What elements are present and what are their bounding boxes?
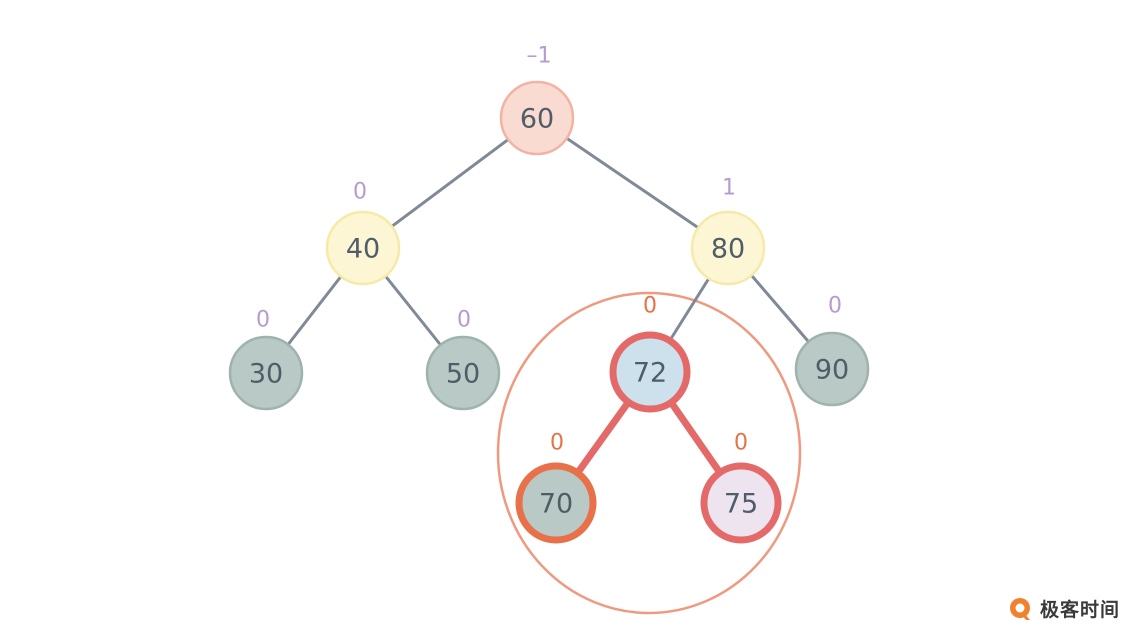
node-key: 50 (446, 359, 480, 390)
tree-node-40: 40 0 (325, 180, 401, 286)
balance-factor: 0 (828, 294, 842, 319)
brand-name: 极客时间 (1039, 599, 1120, 621)
node-circle (499, 80, 575, 156)
geektime-logo-icon (1009, 597, 1030, 620)
node-circle (228, 335, 304, 411)
edge-60-80 (535, 116, 730, 250)
balance-factor: 1 (722, 176, 736, 201)
balance-factor: 0 (734, 431, 748, 456)
brand-logo: 极客时间 (1008, 595, 1120, 622)
balance-factor: 0 (256, 308, 270, 333)
balance-factor: 0 (353, 180, 367, 205)
node-circle (700, 462, 782, 544)
balance-factor: 0 (457, 308, 471, 333)
tree-node-75: 75 0 (700, 431, 782, 544)
node-circle (515, 462, 597, 544)
node-circle (425, 335, 501, 411)
node-key: 75 (724, 489, 758, 520)
tree-node-60: 60 –1 (499, 44, 575, 156)
node-circle (794, 331, 870, 407)
tree-node-72: 72 0 (609, 294, 691, 413)
node-key: 40 (346, 234, 380, 265)
node-circle (690, 210, 766, 286)
rotated-subtree-highlight-ring (496, 291, 802, 615)
tree-node-70: 70 0 (515, 431, 597, 544)
tree-node-90: 90 0 (794, 294, 870, 407)
balance-factor: –1 (527, 44, 552, 69)
node-key: 60 (520, 104, 554, 135)
node-key: 70 (539, 489, 573, 520)
balance-factor: 0 (550, 431, 564, 456)
balance-factor: 0 (643, 294, 657, 319)
tree-node-50: 50 0 (425, 308, 501, 411)
node-circle (325, 210, 401, 286)
node-key: 80 (711, 234, 745, 265)
tree-node-80: 80 1 (690, 176, 766, 286)
tree-node-30: 30 0 (228, 308, 304, 411)
node-key: 72 (633, 358, 667, 389)
node-circle (609, 331, 691, 413)
node-key: 90 (815, 355, 849, 386)
node-key: 30 (249, 359, 283, 390)
